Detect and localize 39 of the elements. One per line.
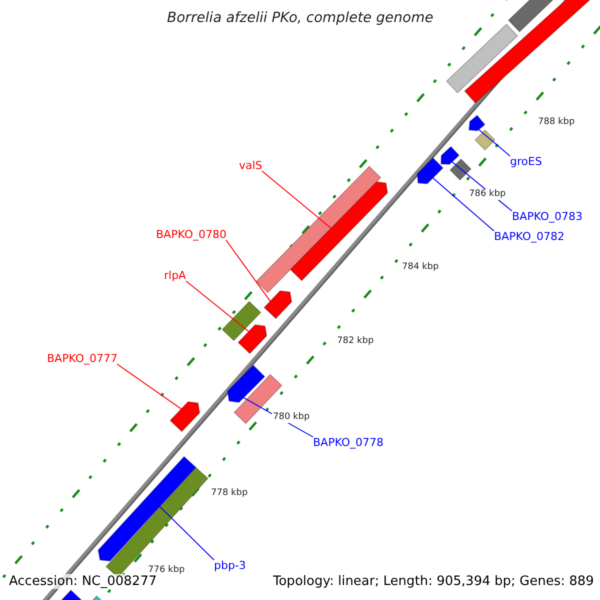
tick-label: 782 kbp bbox=[336, 336, 375, 347]
gene-block bbox=[416, 157, 444, 184]
gene-label: BAPKO_0783 bbox=[512, 211, 582, 222]
gene-block bbox=[98, 456, 197, 562]
leader-line bbox=[226, 240, 271, 302]
leader-line bbox=[186, 280, 250, 332]
tick-label: 778 kbp bbox=[210, 488, 249, 499]
gene-block bbox=[446, 24, 518, 94]
gene-label: valS bbox=[239, 160, 262, 171]
summary-text: Topology: linear; Length: 905,394 bp; Genes: 889 bbox=[271, 574, 596, 589]
map-title: Borrelia afzelii PKo, complete genome bbox=[167, 11, 434, 25]
gene-block bbox=[227, 364, 266, 403]
gene-label: groES bbox=[510, 156, 542, 167]
gene-block bbox=[238, 324, 268, 354]
tick-label: 784 kbp bbox=[401, 262, 440, 273]
gene-label: BAPKO_0778 bbox=[313, 437, 384, 448]
accession-text: Accession: NC_008277 bbox=[7, 574, 159, 589]
gene-label: BAPKO_0780 bbox=[156, 229, 226, 240]
gene-label: BAPKO_0777 bbox=[47, 353, 118, 364]
gene-label: pbp-3 bbox=[214, 560, 246, 571]
leader-line bbox=[116, 364, 182, 410]
tick-label: 788 kbp bbox=[537, 117, 576, 128]
gene-label: BAPKO_0782 bbox=[494, 231, 564, 242]
gene-block bbox=[264, 290, 292, 320]
gene-block bbox=[170, 401, 200, 432]
gene-block bbox=[468, 114, 486, 132]
gene-block bbox=[474, 129, 496, 151]
tick-label: 780 kbp bbox=[272, 412, 311, 423]
leader-line bbox=[478, 129, 510, 156]
gene-block bbox=[290, 181, 388, 282]
gene-label: rlpA bbox=[164, 270, 186, 281]
gene-block bbox=[440, 146, 460, 165]
leader-line bbox=[159, 506, 214, 560]
gene-block bbox=[449, 158, 472, 181]
leader-line bbox=[432, 177, 494, 232]
gene-block bbox=[222, 300, 262, 342]
tick-label: 786 kbp bbox=[468, 189, 507, 200]
tick-label: 776 kbp bbox=[147, 565, 186, 576]
leader-line bbox=[262, 170, 332, 228]
